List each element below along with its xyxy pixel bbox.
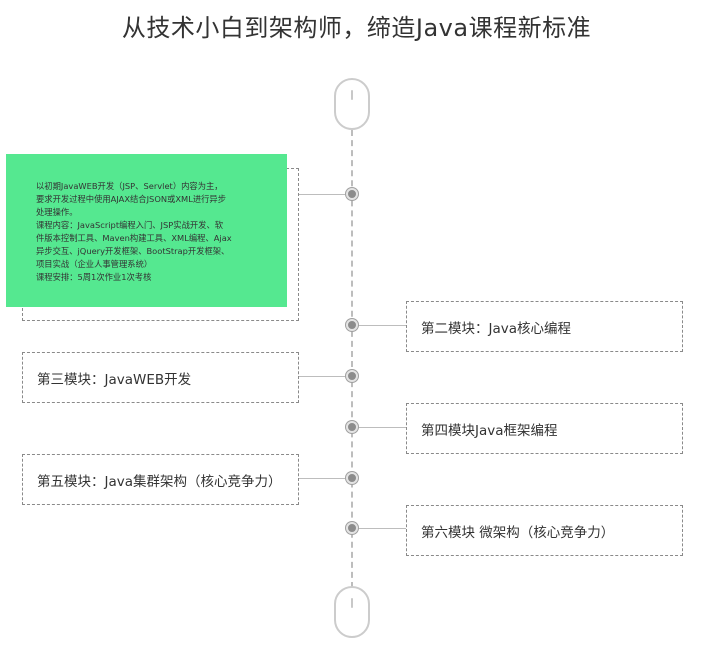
timeline-node-module1 [346, 188, 358, 200]
timeline-node-module4 [346, 421, 358, 433]
module1-detail-line: 项目实战（企业人事管理系统） [36, 259, 153, 269]
connector-module1 [299, 194, 345, 195]
module1-detail-line: 异步交互、jQuery开发框架、BootStrap开发框架、 [36, 246, 230, 256]
connector-module6 [357, 528, 406, 529]
timeline-axis [351, 120, 353, 598]
module4-label: 第四模块Java框架编程 [421, 422, 558, 439]
module5-label: 第五模块：Java集群架构（核心竞争力） [37, 473, 282, 490]
connector-module5 [299, 478, 345, 479]
module4-box: 第四模块Java框架编程 [406, 403, 683, 454]
module1-detail-line: 以初期JavaWEB开发（JSP、Servlet）内容为主， [36, 181, 223, 191]
module2-label: 第二模块：Java核心编程 [421, 320, 572, 337]
module2-box: 第二模块：Java核心编程 [406, 301, 683, 352]
module1-detail-card: 以初期JavaWEB开发（JSP、Servlet）内容为主， 要求开发过程中使用… [6, 154, 287, 307]
mouse-scroll-icon [334, 586, 370, 638]
module1-detail-line: 处理操作。 [36, 207, 78, 217]
connector-module2 [357, 325, 406, 326]
timeline-node-module3 [346, 370, 358, 382]
connector-module3 [299, 376, 345, 377]
module1-detail-line: 课程安排：5周1次作业1次考核 [36, 272, 152, 282]
module3-box: 第三模块：JavaWEB开发 [22, 352, 299, 403]
mouse-wheel [351, 598, 353, 608]
timeline-node-module5 [346, 472, 358, 484]
mouse-wheel [351, 90, 353, 100]
timeline-node-module2 [346, 319, 358, 331]
module1-detail-line: 课程内容：JavaScript编程入门、JSP实战开发、软 [36, 220, 224, 230]
connector-module4 [357, 427, 406, 428]
module3-label: 第三模块：JavaWEB开发 [37, 371, 192, 388]
module5-box: 第五模块：Java集群架构（核心竞争力） [22, 454, 299, 505]
timeline-node-module6 [346, 522, 358, 534]
module1-detail-line: 要求开发过程中使用AJAX结合JSON或XML进行异步 [36, 194, 227, 204]
module6-label: 第六模块 微架构（核心竞争力） [421, 524, 615, 541]
module6-box: 第六模块 微架构（核心竞争力） [406, 505, 683, 556]
mouse-scroll-icon [334, 78, 370, 130]
module1-detail-line: 件版本控制工具、Maven构建工具、XML编程、Ajax [36, 233, 232, 243]
page-title: 从技术小白到架构师，缔造Java课程新标准 [121, 14, 592, 42]
